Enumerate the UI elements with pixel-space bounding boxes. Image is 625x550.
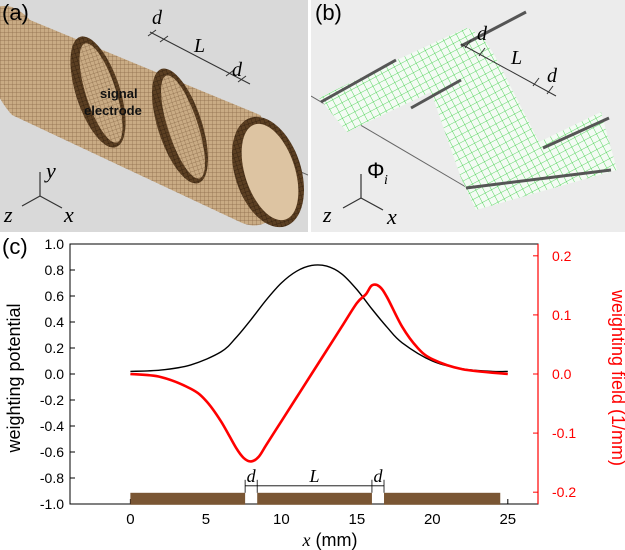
panel-b: d L d Φ i z x (b) xyxy=(311,0,625,232)
tick-b2 xyxy=(478,47,486,57)
dimension-line-a xyxy=(149,31,251,85)
y-tick-label: 0.8 xyxy=(45,262,65,278)
electrode-bar-b5 xyxy=(465,168,612,190)
x-tick-label: 15 xyxy=(348,511,365,528)
phi-label: Φ xyxy=(367,158,385,183)
d-label-b-right: d xyxy=(547,65,558,87)
potential-surface-right xyxy=(461,112,617,210)
panel-a-figure: d L d signal electrode y z x xyxy=(0,5,308,228)
x-tick-label: 5 xyxy=(202,511,210,528)
y-tick-label: 0.2 xyxy=(45,340,65,356)
tick-a3 xyxy=(225,69,235,77)
axis-z-label-b: z xyxy=(322,202,332,227)
x-axis-unit: (mm) xyxy=(311,530,358,550)
panel-a: d L d signal electrode y z x (a) xyxy=(0,0,308,232)
d-label-c-1: d xyxy=(247,466,257,486)
tick-b4 xyxy=(546,85,554,95)
y-tick-label: -0.8 xyxy=(40,470,64,486)
y-tick-label: -0.4 xyxy=(40,418,64,434)
y2-tick-label: 0.1 xyxy=(552,307,572,323)
axes-triad-a xyxy=(21,172,63,209)
x-axis-variable: x xyxy=(302,530,311,550)
y-tick-label: 1.0 xyxy=(45,236,65,252)
panel-c: (c) 0 5 10 15 20 25 1.0 0.8 0.6 0.4 0.2 0.0 -0.2 -0.4… xyxy=(0,232,625,550)
axis-z-label-a: z xyxy=(3,202,13,227)
d-label-a-right: d xyxy=(232,59,243,81)
axis-x-label-b: x xyxy=(386,204,397,229)
electrode-bar-b1 xyxy=(320,58,397,104)
y2-tick-label: 0.2 xyxy=(552,248,572,264)
electrode-bar xyxy=(384,492,501,505)
potential-surface-left xyxy=(319,58,431,132)
x-tick-label: 0 xyxy=(126,511,134,528)
y-tick-label: -1.0 xyxy=(40,496,64,512)
y-tick-label: -0.2 xyxy=(40,392,64,408)
signal-electrode-label-2: electrode xyxy=(84,103,142,118)
d-label-a-top: d xyxy=(152,7,163,29)
L-label-b: L xyxy=(510,47,522,69)
panel-b-figure: d L d Φ i z x xyxy=(311,10,617,229)
panel-a-label: (a) xyxy=(2,0,29,25)
x-axis-label: x (mm) xyxy=(302,530,358,550)
L-label-c: L xyxy=(309,466,320,486)
electrode-bar xyxy=(257,492,372,505)
L-label-a: L xyxy=(193,35,205,57)
electrode-bar-b3 xyxy=(460,10,527,48)
tick-b1 xyxy=(464,39,472,49)
y2-tick-label: -0.1 xyxy=(552,425,576,441)
y-axis-label-left: weighting potential xyxy=(4,303,24,453)
y-tick-label: 0.6 xyxy=(45,288,65,304)
axis-y-label: y xyxy=(44,158,56,183)
x-tick-label: 10 xyxy=(273,511,290,528)
y-axis-label-right: weighting field (1/mm) xyxy=(608,289,625,466)
weighting-potential-line xyxy=(130,264,508,373)
d-label-c-2: d xyxy=(373,466,383,486)
y2-tick-label: 0.0 xyxy=(552,366,572,382)
electrode-bar-b4 xyxy=(542,116,610,150)
d-label-b-top: d xyxy=(477,23,488,45)
panel-b-label: (b) xyxy=(315,0,342,25)
signal-electrode-label-1: signal xyxy=(100,86,138,101)
weighting-field-line xyxy=(130,283,508,463)
electrode-gap-1-inner xyxy=(79,43,123,143)
x-tick-label: 20 xyxy=(424,511,441,528)
y-tick-label: 0.0 xyxy=(45,366,65,382)
y-tick-label: 0.4 xyxy=(45,314,65,330)
dimension-line-b xyxy=(460,43,557,97)
phi-subscript: i xyxy=(384,173,388,188)
axis-x-label-a: x xyxy=(63,202,74,227)
tick-b3 xyxy=(532,77,540,87)
axes-triad-b xyxy=(342,174,384,211)
electrode-gap-2-inner xyxy=(161,75,205,179)
tick-a4 xyxy=(237,75,247,83)
y-tick-label: -0.6 xyxy=(40,444,64,460)
tick-a1 xyxy=(147,29,157,37)
electrode-bar xyxy=(130,492,246,505)
electrode-bar-b2 xyxy=(410,78,462,110)
panel-c-label: (c) xyxy=(2,234,28,259)
y2-tick-label: -0.2 xyxy=(552,484,576,500)
cylinder-end-opening xyxy=(241,123,299,221)
tick-a2 xyxy=(159,35,169,43)
potential-surface-peak xyxy=(401,28,539,178)
weighting-chart: 0 5 10 15 20 25 1.0 0.8 0.6 0.4 0.2 0.0 -0.2 -0.4 -0.6… xyxy=(4,236,625,550)
x-tick-label: 25 xyxy=(499,511,516,528)
